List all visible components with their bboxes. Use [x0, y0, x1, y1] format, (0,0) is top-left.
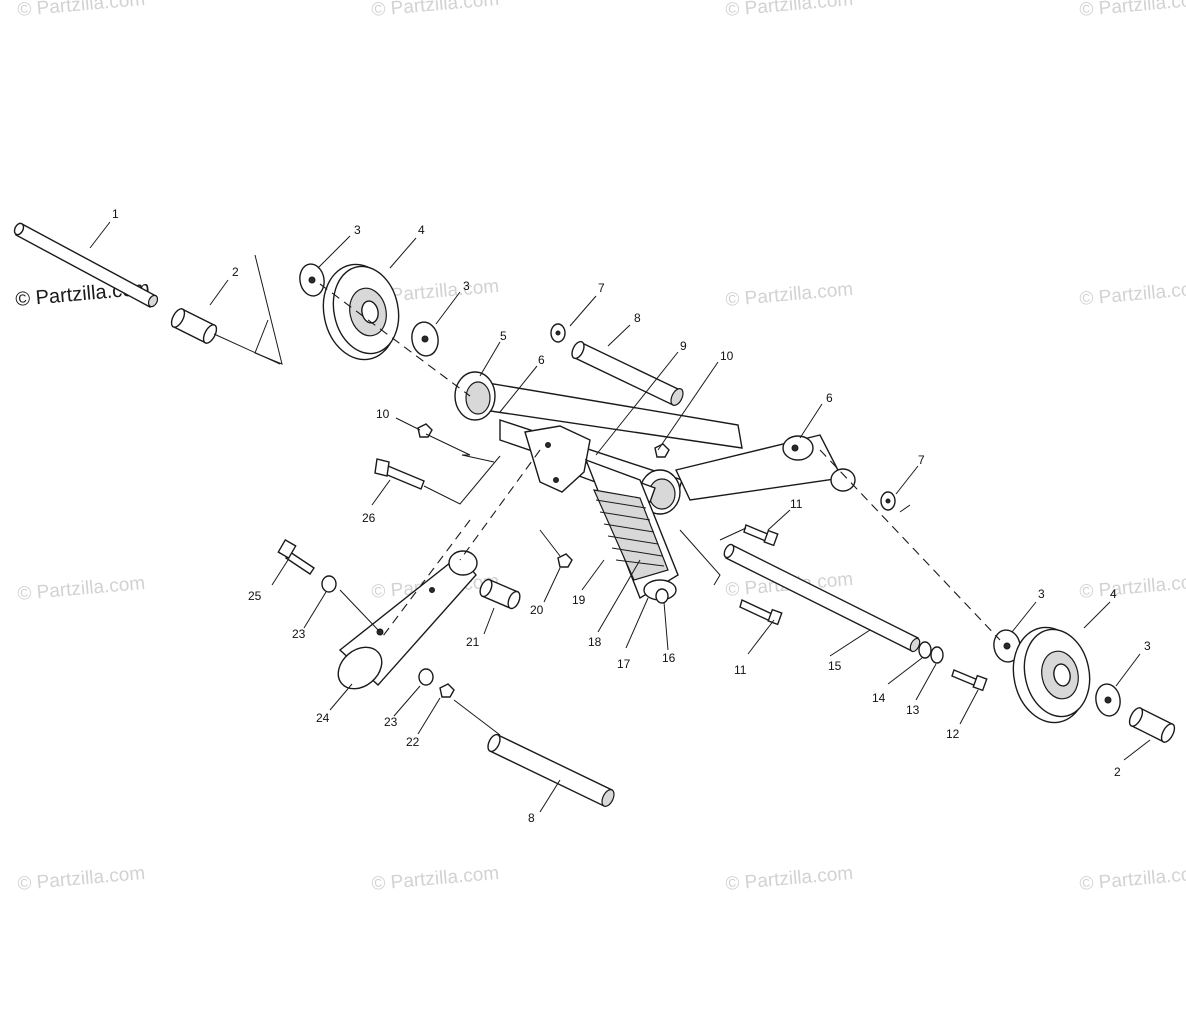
- callout: 9: [680, 339, 687, 353]
- callout: 23: [384, 715, 398, 729]
- part-bracket: [524, 425, 591, 493]
- part-shock-19: [584, 458, 679, 604]
- part-nut-10: [654, 443, 670, 458]
- part-nut-20: [557, 553, 573, 568]
- washer-hole: [421, 335, 429, 343]
- callout: 8: [528, 811, 535, 825]
- callout: 7: [598, 281, 605, 295]
- part-washer-14: [918, 641, 932, 659]
- washer-hole: [555, 330, 561, 336]
- callout: 6: [826, 391, 833, 405]
- callout: 4: [1110, 587, 1117, 601]
- callout: 25: [248, 589, 262, 603]
- part-bolt-11: [739, 599, 783, 626]
- part-pin-8: [571, 340, 684, 406]
- callout: 2: [1114, 765, 1121, 779]
- part-washer-13: [930, 646, 944, 664]
- washer-hole: [1104, 696, 1112, 704]
- callout: 15: [828, 659, 842, 673]
- callout: 12: [946, 727, 960, 741]
- callout: 8: [634, 311, 641, 325]
- watermark: © Partzilla.com: [725, 863, 854, 895]
- watermark: © Partzilla.com: [17, 573, 146, 605]
- watermark: © Partzilla.com: [1079, 863, 1186, 895]
- watermark: © Partzilla.com: [1079, 0, 1186, 21]
- part-shaft-15: [723, 543, 921, 653]
- callout: 11: [790, 497, 803, 511]
- watermark: © Partzilla.com: [1079, 571, 1186, 603]
- part-bolt-26: [374, 458, 425, 490]
- watermark-layer: © Partzilla.com © Partzilla.com © Partzi…: [15, 0, 1186, 895]
- washer-hole: [1003, 642, 1011, 650]
- callout: 6: [538, 353, 545, 367]
- part-bushing-21: [479, 578, 521, 610]
- part-pin-8: [487, 733, 615, 807]
- part-bolt-12: [951, 669, 988, 692]
- washer-hole: [308, 276, 316, 284]
- part-nut-10: [417, 423, 433, 438]
- callout: 23: [292, 627, 306, 641]
- callout: 16: [662, 651, 676, 665]
- callout: 3: [1144, 639, 1151, 653]
- callout: 10: [720, 349, 734, 363]
- parts-layer: [13, 222, 1176, 807]
- callout: 20: [530, 603, 544, 617]
- callout: 5: [500, 329, 507, 343]
- watermark: © Partzilla.com: [725, 279, 854, 311]
- callout: 18: [588, 635, 602, 649]
- watermark: © Partzilla.com: [1079, 278, 1186, 310]
- callout: 22: [406, 735, 420, 749]
- part-shaft-1: [13, 222, 159, 308]
- callout: 19: [572, 593, 586, 607]
- part-link-24: [337, 550, 478, 690]
- bracket-hole: [553, 477, 559, 483]
- callout: 7: [918, 453, 925, 467]
- callout: 24: [316, 711, 330, 725]
- washer-hole: [885, 498, 891, 504]
- callout: 2: [232, 265, 239, 279]
- callout: 14: [872, 691, 886, 705]
- part-wheel-4: [1012, 626, 1091, 724]
- callout: 11: [734, 663, 747, 677]
- bracket-hole: [545, 442, 551, 448]
- reference-line: [254, 254, 283, 365]
- callout: 4: [418, 223, 425, 237]
- callout: 10: [376, 407, 390, 421]
- watermark: © Partzilla.com: [725, 0, 854, 21]
- callout: 21: [466, 635, 480, 649]
- part-bolt-25: [277, 538, 315, 575]
- watermark: © Partzilla.com: [17, 0, 146, 21]
- part-bushing-2: [1128, 707, 1176, 743]
- callout: 17: [617, 657, 631, 671]
- part-bolt-11: [743, 524, 779, 547]
- watermark: © Partzilla.com: [17, 863, 146, 895]
- part-nut-22: [439, 683, 455, 698]
- callout: 13: [906, 703, 920, 717]
- callout: 3: [1038, 587, 1045, 601]
- callout-layer: 1 2 3 4 3 7 8 9 10 5 6 6 7 10 26 11 25 2…: [112, 207, 1151, 825]
- callout: 3: [354, 223, 361, 237]
- leader-layer: [89, 221, 1151, 813]
- callout: 26: [362, 511, 376, 525]
- callout: 3: [463, 279, 470, 293]
- watermark: © Partzilla.com: [371, 0, 500, 21]
- watermark: © Partzilla.com: [371, 863, 500, 895]
- callout: 1: [112, 207, 119, 221]
- part-washer-23: [418, 668, 434, 686]
- part-bushing-2: [170, 308, 218, 344]
- part-wheel-4: [322, 263, 400, 361]
- part-washer-23: [321, 575, 337, 593]
